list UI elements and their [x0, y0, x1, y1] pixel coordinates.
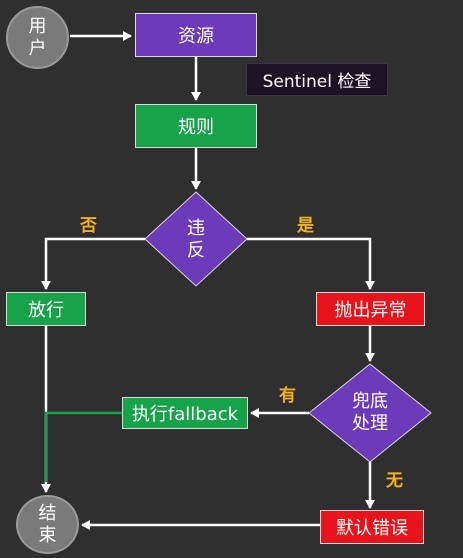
fallback-diamond-label: 兜底 处理 — [322, 372, 418, 454]
line-fallback-to-end — [44, 411, 122, 482]
violation-line-2: 反 — [187, 240, 205, 261]
violation-diamond-label: 违 反 — [151, 197, 241, 283]
start-node-user: 用 户 — [6, 6, 69, 69]
resource-node: 资源 — [135, 13, 257, 57]
rules-node: 规则 — [135, 104, 257, 148]
violation-line-1: 违 — [187, 218, 205, 239]
fallback-line-1: 兜底 — [352, 391, 388, 412]
default-error-node: 默认错误 — [320, 510, 424, 544]
throw-exception-node: 抛出异常 — [316, 292, 425, 326]
violation-diamond — [144, 191, 248, 287]
arrow-violation-yes — [247, 237, 375, 290]
end-node: 结 束 — [16, 495, 79, 554]
sentinel-check-label: Sentinel 检查 — [246, 63, 388, 96]
execute-fallback-node: 执行fallback — [122, 397, 248, 429]
allow-node: 放行 — [6, 292, 86, 326]
fallback-line-2: 处理 — [352, 413, 388, 434]
user-line-2: 户 — [28, 37, 47, 59]
branch-label-no: 否 — [80, 216, 97, 236]
arrow-violation-no — [41, 237, 145, 290]
branch-label-has: 有 — [279, 386, 296, 406]
branch-label-none: 无 — [386, 471, 403, 491]
end-line-2: 束 — [38, 524, 57, 546]
branch-label-yes: 是 — [297, 216, 314, 236]
end-line-1: 结 — [38, 502, 57, 524]
user-line-1: 用 — [28, 15, 47, 37]
